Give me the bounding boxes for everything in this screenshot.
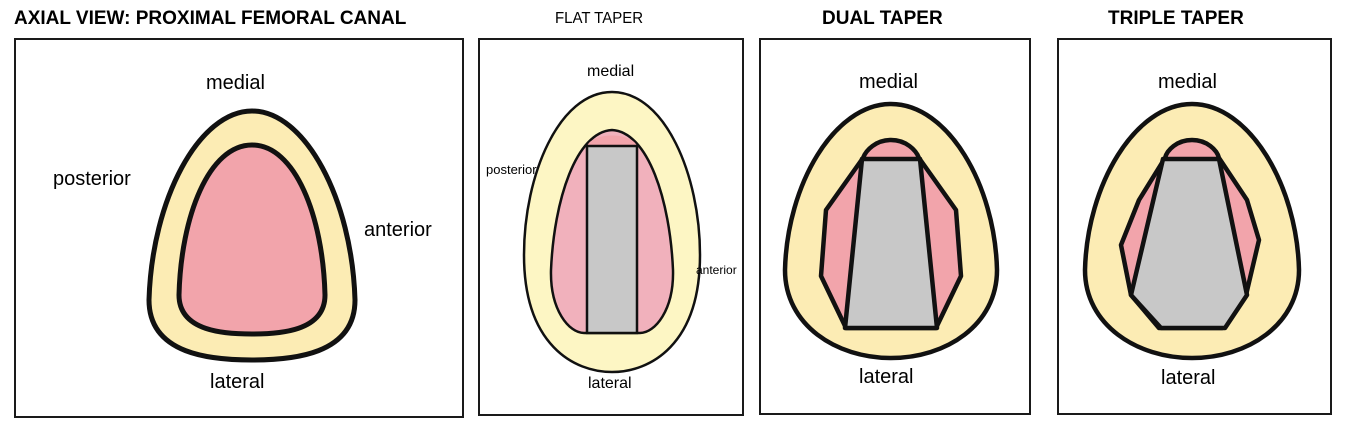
axial-view-panel: medial posterior anterior lateral	[14, 38, 464, 418]
canal-tip	[587, 135, 637, 146]
label-medial: medial	[859, 71, 918, 93]
label-lateral: lateral	[210, 371, 265, 393]
label-lateral: lateral	[1161, 367, 1216, 389]
axial-view-title: AXIAL VIEW: PROXIMAL FEMORAL CANAL	[14, 8, 407, 29]
label-anterior: anterior	[364, 219, 432, 241]
dual-taper-stem	[842, 156, 940, 331]
dual-taper-panel: medial lateral	[759, 38, 1031, 415]
flat-taper-panel: medial posterior anterior lateral	[478, 38, 744, 416]
flat-taper-diagram	[522, 90, 702, 374]
flat-stem	[585, 144, 639, 335]
label-medial: medial	[206, 72, 265, 94]
label-posterior: posterior	[486, 162, 537, 177]
label-posterior: posterior	[53, 168, 131, 190]
label-medial: medial	[1158, 71, 1217, 93]
flat-taper-title: FLAT TAPER	[555, 9, 644, 28]
femoral-canal	[176, 142, 328, 337]
label-lateral: lateral	[588, 375, 632, 392]
triple-taper-panel: medial lateral	[1057, 38, 1332, 415]
dual-taper-diagram	[782, 101, 1000, 361]
triple-taper-stem	[1128, 156, 1250, 331]
label-anterior: anterior	[696, 263, 737, 277]
label-medial: medial	[587, 63, 635, 80]
triple-taper-title: TRIPLE TAPER	[1108, 8, 1244, 29]
triple-taper-diagram	[1082, 101, 1302, 361]
label-lateral: lateral	[859, 366, 914, 388]
axial-view-diagram	[146, 108, 358, 363]
dual-taper-title: DUAL TAPER	[822, 8, 943, 29]
